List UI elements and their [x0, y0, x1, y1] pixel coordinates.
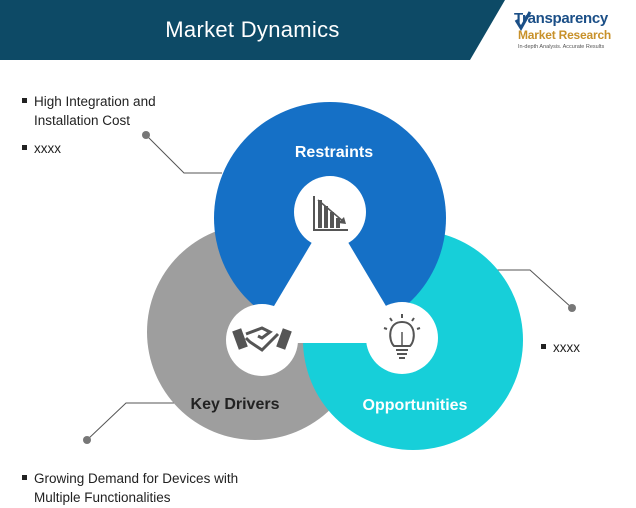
restraints-bullet-2-text: xxxx — [34, 141, 61, 156]
restraints-connector-dot — [142, 131, 150, 139]
restraints-bullet-1: High Integration and Installation Cost — [22, 92, 192, 130]
page-title: Market Dynamics — [165, 17, 340, 42]
restraints-connector — [145, 134, 222, 174]
logo-line2: Market Research — [518, 28, 612, 42]
center-triangle — [252, 212, 408, 343]
opportunities-connector-dot — [568, 304, 576, 312]
restraints-label: Restraints — [294, 144, 374, 161]
logo-line1: Transparency — [514, 10, 608, 27]
opportunities-bullet-1: xxxx — [541, 338, 580, 357]
key-drivers-label: Key Drivers — [190, 396, 280, 413]
header-bar: Market Dynamics Transparency Market Rese… — [0, 0, 636, 60]
declining-chart-icon — [313, 196, 348, 231]
handshake-icon — [232, 326, 292, 352]
logo-tagline: In-depth Analysis. Accurate Results — [518, 44, 605, 50]
key-drivers-icon-disc — [226, 304, 298, 376]
restraints-bullet-1-text: High Integration and Installation Cost — [34, 94, 156, 128]
key-drivers-bullet-1: Growing Demand for Devices with Multiple… — [22, 469, 282, 507]
opportunities-bullet-1-text: xxxx — [553, 340, 580, 355]
key-drivers-connector-dot — [83, 436, 91, 444]
logo-check-icon — [514, 11, 532, 31]
restraints-bullet-2: xxxx — [22, 139, 61, 158]
header-background — [0, 0, 505, 60]
lightbulb-icon — [383, 314, 421, 359]
opportunities-label: Opportunities — [362, 397, 468, 414]
key-drivers-bullet-1-text: Growing Demand for Devices with Multiple… — [34, 471, 239, 505]
company-logo: Transparency Market Research In-depth An… — [514, 10, 632, 58]
